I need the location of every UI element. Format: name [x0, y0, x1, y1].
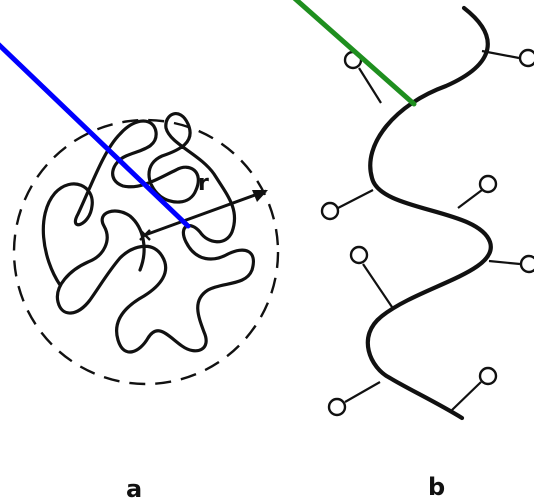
side-group-circle — [327, 397, 347, 417]
side-group-circle — [320, 201, 340, 221]
side-group-7 — [327, 381, 381, 417]
side-group-circle — [478, 366, 498, 386]
radius-label: r — [198, 171, 209, 196]
side-group-circle — [519, 254, 534, 274]
side-group-6 — [488, 254, 534, 274]
random-coil-chain — [41, 112, 255, 354]
side-group-5 — [349, 245, 393, 308]
panel-a-random-coil: r — [12, 112, 280, 386]
side-group-circle — [518, 48, 534, 68]
side-group-circle — [349, 245, 369, 265]
blue-pointer-line — [0, 42, 191, 229]
side-group-circle — [478, 174, 498, 194]
panel-b-label: b — [428, 473, 445, 501]
side-group-4 — [457, 174, 498, 209]
green-pointer-line — [292, 0, 417, 107]
side-group-8 — [451, 366, 498, 411]
side-group-3 — [320, 189, 374, 221]
panel-a-label: a — [126, 475, 142, 501]
radius-line — [144, 189, 267, 237]
radius-arrowhead — [252, 190, 268, 202]
center-marker — [139, 229, 151, 241]
helix-backbone — [365, 5, 493, 421]
side-group-2 — [481, 48, 534, 68]
bounding-sphere — [12, 118, 280, 386]
panel-b-helix-chain — [320, 5, 534, 421]
